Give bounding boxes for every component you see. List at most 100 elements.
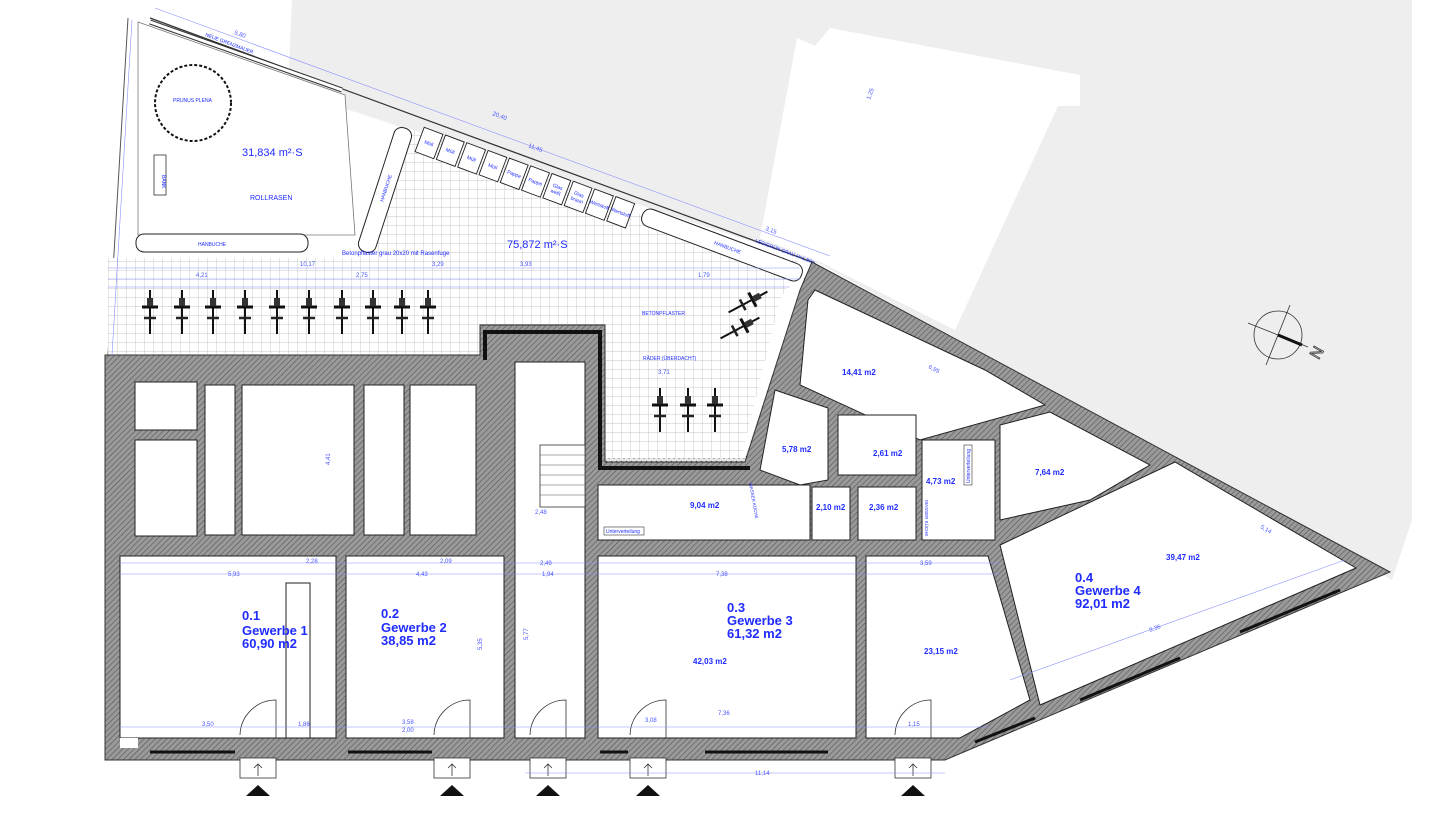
- bicycle-icon: [652, 388, 668, 432]
- dim-label: 4,43: [416, 572, 428, 578]
- bicycle-icon: [720, 316, 760, 340]
- unit-number: 0.3: [727, 600, 745, 615]
- waste-bin-label: Glas: [552, 183, 564, 192]
- dim-label: 1,25: [866, 87, 876, 101]
- waste-bin-label: Pappe: [506, 169, 522, 180]
- unit-label-4: 0.4 Gewerbe 4 92,01 m2: [1075, 570, 1142, 611]
- room-area-9-04: 9,04 m2: [690, 501, 720, 510]
- dim-label: 1,79: [698, 273, 710, 279]
- dim-label: 3,59: [920, 561, 932, 567]
- subdistribution-panel-2: Unterverteilung: [963, 444, 973, 486]
- dim-label: 4,41: [326, 453, 332, 465]
- dim-label: 5,77: [524, 628, 530, 640]
- hedge-right: HANBUCHE: [641, 208, 803, 282]
- unit-area: 92,01 m2: [1075, 596, 1130, 611]
- stair-steps: [540, 454, 585, 496]
- unit-name: Gewerbe 2: [381, 620, 447, 635]
- room-area-14-41: 14,41 m2: [842, 368, 876, 377]
- bicycle-parking: [142, 290, 768, 432]
- room-area-4-73: 4,73 m2: [926, 477, 956, 486]
- room-7-64: [999, 411, 1152, 521]
- dimension-labels: 5,80 20,40 11,45 3,15 10,17 3,29 3,93 4,…: [196, 30, 1273, 777]
- dim-label: 6,95: [927, 364, 941, 375]
- bike-paving-label: BETONPFLASTER: [642, 311, 685, 317]
- room-area-5-78: 5,78 m2: [782, 445, 812, 454]
- courtyard-edge: [483, 330, 750, 470]
- dim-label: 3,71: [658, 370, 670, 376]
- waste-bin: Müll: [478, 149, 508, 183]
- dim-label: 10,17: [300, 262, 316, 268]
- dim-label: 11,45: [527, 143, 543, 154]
- waste-bin: Müll: [457, 142, 487, 175]
- bicycle-icon: [334, 290, 350, 334]
- lawn-label: ROLLRASEN: [250, 195, 292, 202]
- hedge-bottom: HANBUCHE: [135, 233, 309, 253]
- paving-note: Betonpflaster grau 20x20 mit Rasenfuge: [342, 251, 450, 257]
- windows: [150, 588, 1341, 754]
- unit-label-1: 0.1 Gewerbe 1 60,90 m2: [242, 608, 308, 651]
- dim-label: 3,50: [202, 722, 214, 728]
- dim-label: 3,29: [432, 262, 444, 268]
- bench: BANK: [153, 154, 167, 196]
- unit-number: 0.2: [381, 606, 399, 621]
- unit-name: Gewerbe 1: [242, 623, 308, 638]
- water-kitchen-label-2: WASSER KÜCHE: [924, 500, 930, 536]
- bicycle-icon: [365, 290, 381, 334]
- unit-area: 38,85 m2: [381, 633, 436, 648]
- dim-label: 1,15: [908, 722, 920, 728]
- wall-gap: [120, 738, 138, 748]
- unit-label-2: 0.2 Gewerbe 2 38,85 m2: [381, 606, 447, 648]
- tree-label: PRUNUS PLENA: [173, 98, 213, 104]
- room-gewerbe-3: [597, 555, 857, 739]
- bicycle-icon: [680, 388, 696, 432]
- dim-label: 2,00: [402, 728, 414, 734]
- room-area-7-64: 7,64 m2: [1035, 468, 1065, 477]
- dim-label: 4,21: [196, 273, 208, 279]
- entrance-marker: [239, 699, 277, 796]
- subdistribution-label: Unterverteilung: [966, 449, 972, 483]
- room-2-36: [857, 486, 917, 541]
- dim-label: 20,40: [491, 111, 508, 122]
- waste-bin: Pappe: [520, 165, 551, 198]
- dim-label: 2,49: [540, 561, 552, 567]
- bicycle-icon: [205, 290, 221, 334]
- dim-label: 5,14: [1259, 525, 1273, 536]
- dim-label: 1,86: [298, 722, 310, 728]
- bicycle-icon: [142, 290, 158, 334]
- dim-label: 11,14: [755, 771, 770, 777]
- dim-label: 5,93: [228, 572, 240, 578]
- room-small-1: [134, 381, 198, 431]
- stair-corridor: [514, 361, 586, 739]
- waste-bin-label: Pappe: [527, 177, 543, 188]
- waste-bin-label: Müll: [445, 147, 456, 156]
- waste-bin-label: braun: [570, 196, 584, 206]
- unit-area: 61,32 m2: [727, 626, 782, 641]
- bicycle-icon: [420, 290, 436, 334]
- bicycle-icon: [301, 290, 317, 334]
- dim-label: 3,15: [764, 226, 778, 236]
- dim-label: 5,80: [233, 30, 247, 40]
- wc-room: [363, 384, 405, 536]
- dim-label: 7,38: [716, 572, 728, 578]
- waste-bin: Müll: [435, 134, 465, 167]
- bike-covered-label: RÄDER (ÜBERDACHT): [643, 355, 697, 362]
- lawn-area-value: 31,834 m²·S: [242, 147, 303, 159]
- room-39-47: [999, 461, 1358, 706]
- bicycle-icon: [394, 290, 410, 334]
- dim-label: 5,35: [478, 638, 484, 650]
- room-4-73: [921, 439, 996, 541]
- neighbour-building: [760, 28, 1080, 330]
- waste-bin: Pappe: [499, 157, 529, 191]
- room-small-4: [409, 384, 477, 536]
- room-area-42-03: 42,03 m2: [693, 657, 727, 666]
- waste-bin-label: weiß: [549, 188, 561, 197]
- bicycle-icon: [707, 388, 723, 432]
- waste-bin-label: Müll: [423, 140, 434, 149]
- unit-name: Gewerbe 3: [727, 613, 793, 628]
- bicycle-icon: [174, 290, 190, 334]
- waste-bin: Wertstoff: [606, 196, 636, 229]
- paving-area-value: 75,872 m²·S: [507, 239, 568, 251]
